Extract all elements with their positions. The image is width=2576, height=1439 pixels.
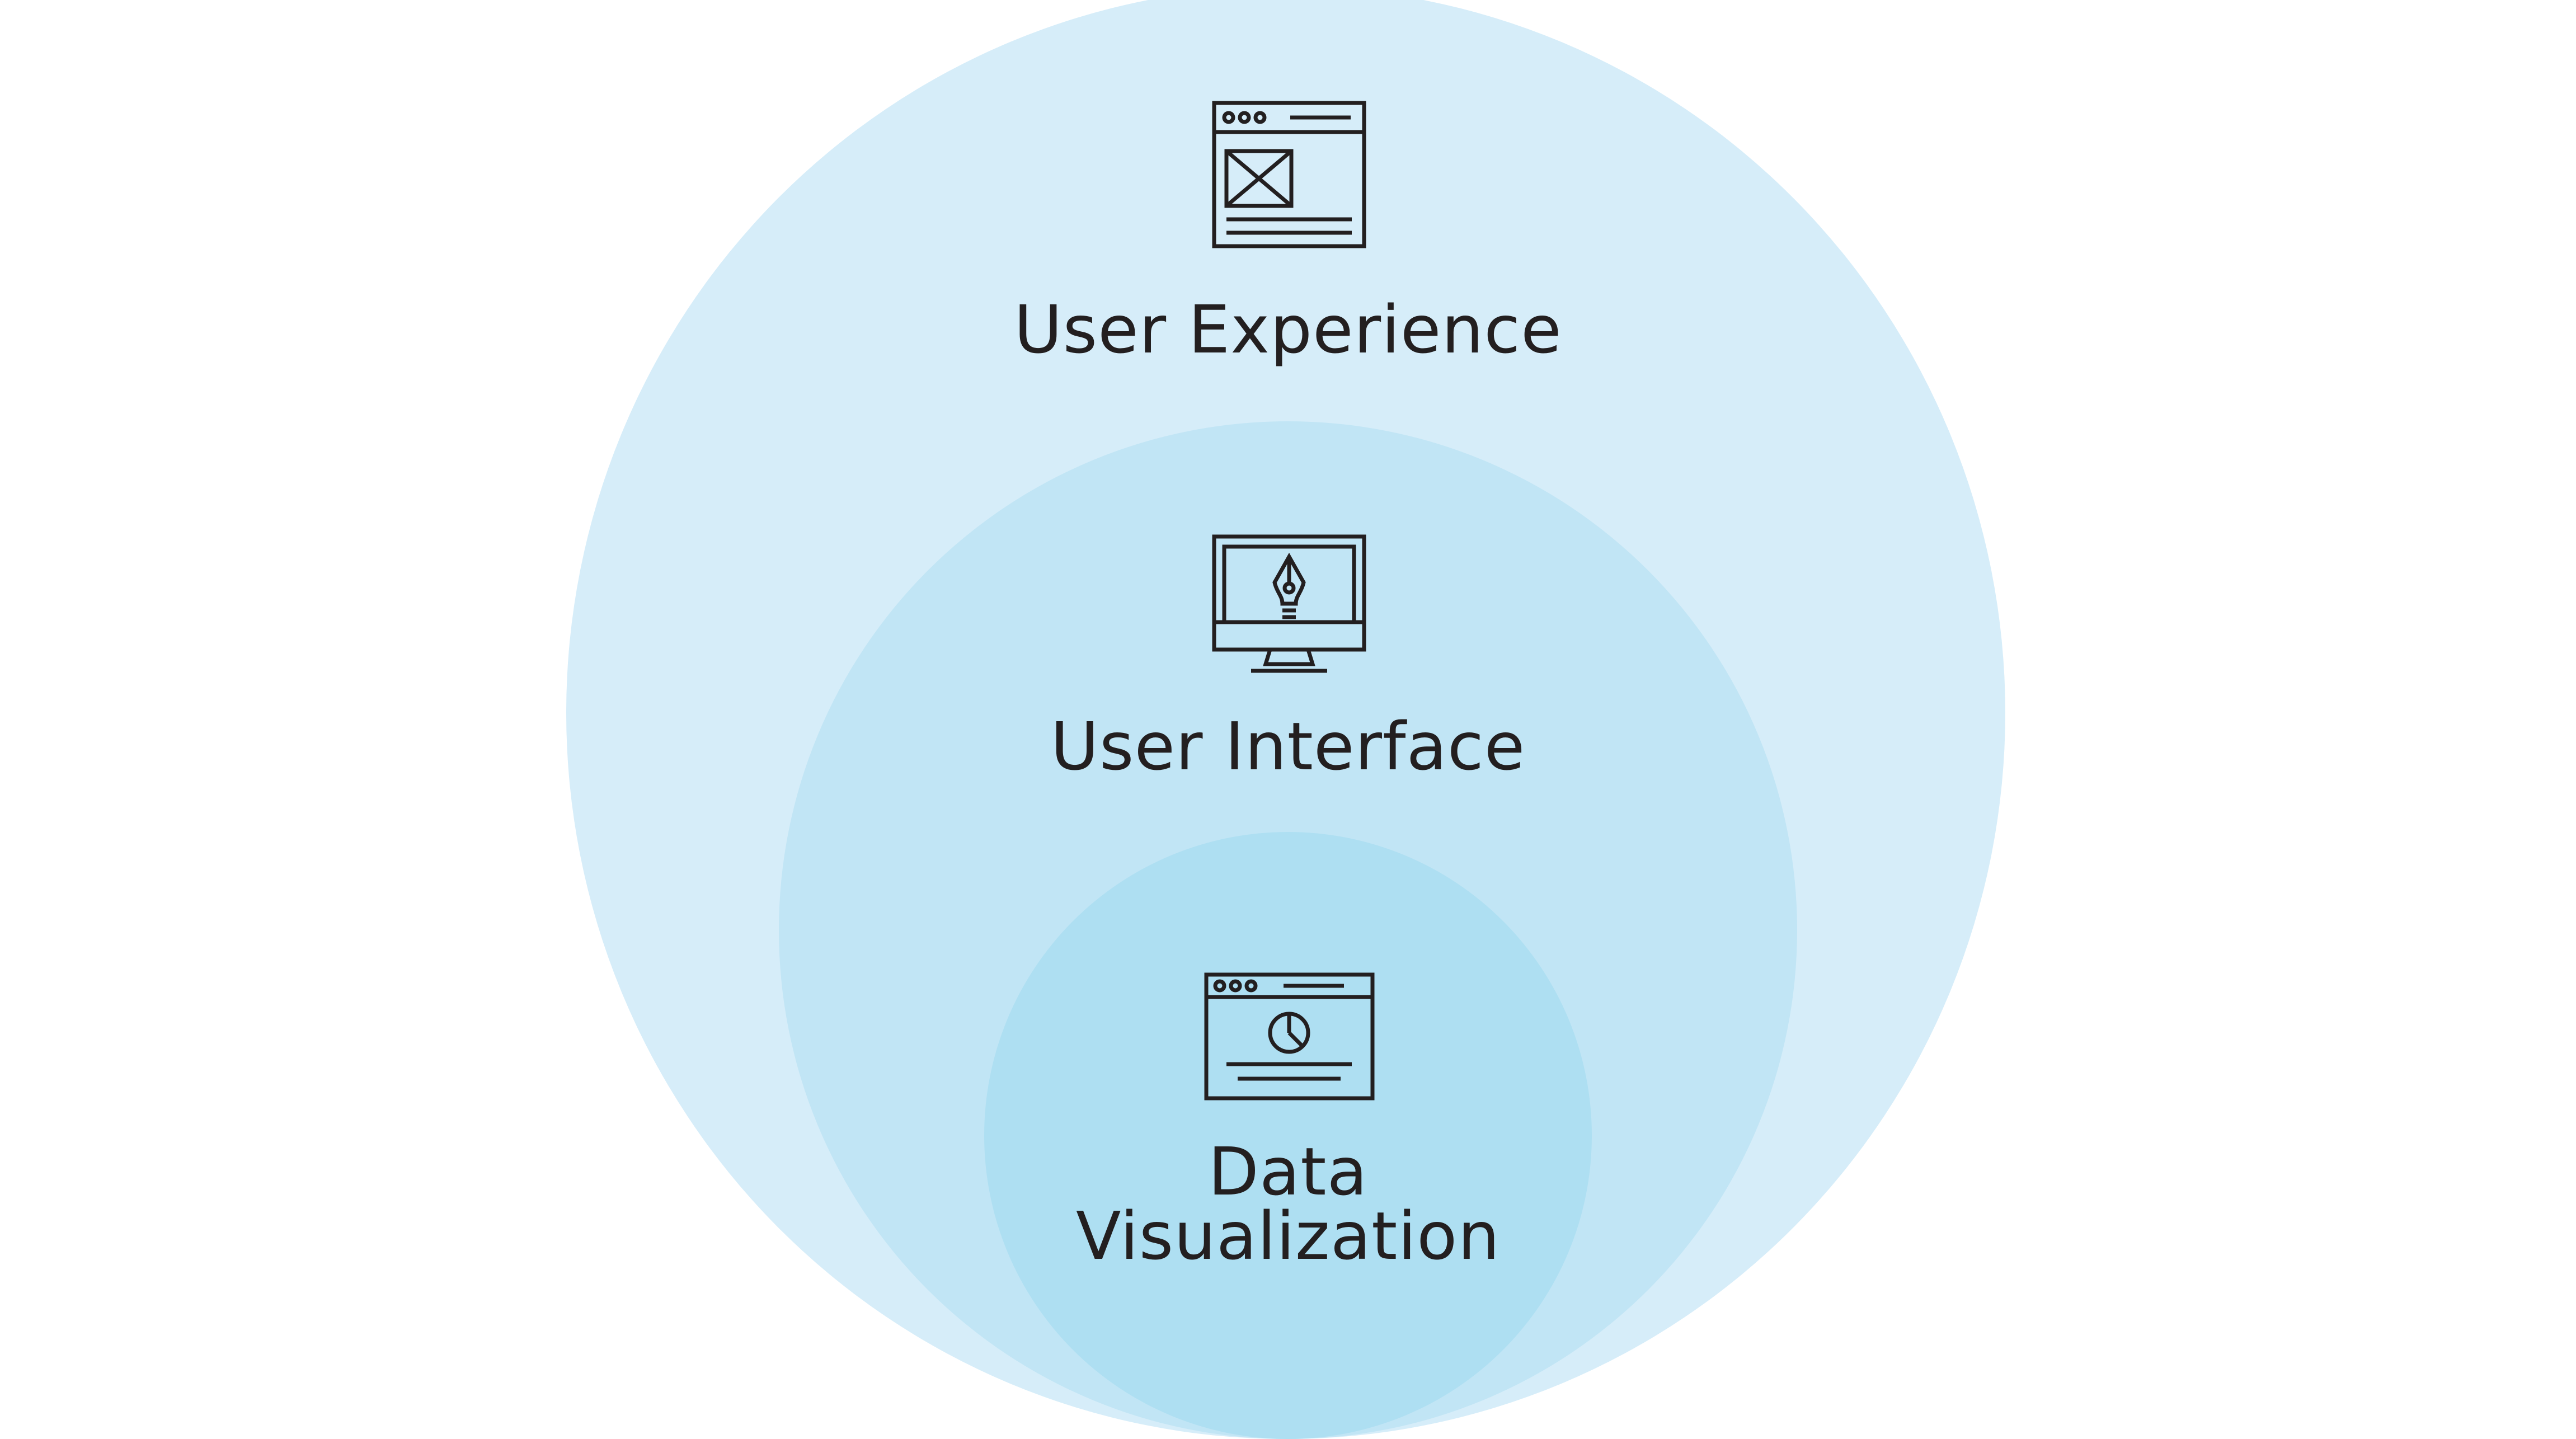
user-experience-label: User Experience xyxy=(1014,291,1562,368)
user-interface-label: User Interface xyxy=(1050,708,1526,785)
data-visualization-circle xyxy=(984,832,1592,1439)
monitor-pen-tool-icon xyxy=(1212,534,1366,674)
web-page-wireframe-icon xyxy=(1212,101,1366,248)
data-visualization-label-line2: Visualization xyxy=(1075,1197,1501,1275)
data-visualization-label-line1: Data xyxy=(1208,1133,1368,1210)
browser-pie-chart-icon xyxy=(1204,972,1375,1101)
